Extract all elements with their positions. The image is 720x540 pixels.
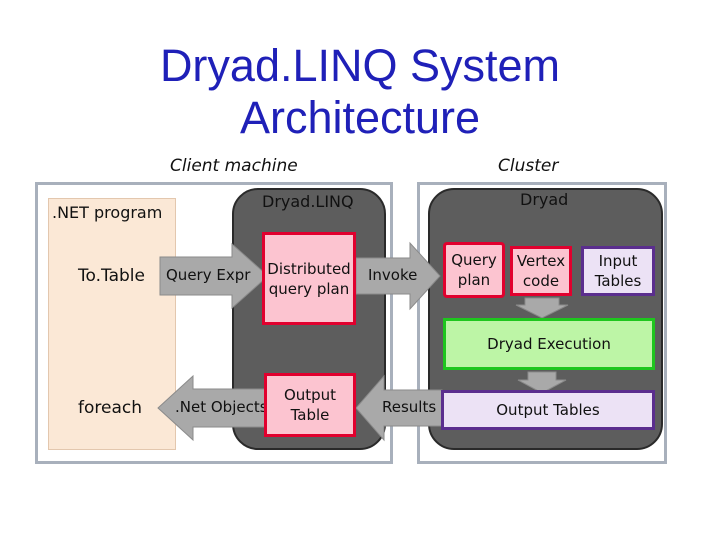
net-program-label: .NET program xyxy=(52,203,163,222)
query-expr-label: Query Expr xyxy=(166,266,251,284)
dryad-label: Dryad xyxy=(520,190,569,209)
output-tables-label: Output Tables xyxy=(496,401,600,419)
net-program-panel xyxy=(48,198,176,450)
input-tables-line-2: Tables xyxy=(594,272,642,290)
invoke-label: Invoke xyxy=(368,266,418,284)
vertex-code-line-1: Vertex xyxy=(516,252,566,270)
title-line-2: Architecture xyxy=(239,92,481,143)
dryad-execution-box: Dryad Execution xyxy=(443,318,655,370)
cluster-heading: Cluster xyxy=(498,156,559,176)
output-table-line-2: Table xyxy=(290,406,330,424)
vertex-code-line-2: code xyxy=(522,272,560,290)
vertex-code-box: Vertex code xyxy=(510,246,572,296)
input-tables-line-1: Input xyxy=(598,252,638,270)
distributed-query-plan-box: Distributed query plan xyxy=(262,232,356,325)
distributed-plan-line-1: Distributed xyxy=(267,259,351,278)
query-plan-box: Query plan xyxy=(443,242,505,298)
client-machine-heading: Client machine xyxy=(170,156,298,176)
distributed-plan-line-2: query plan xyxy=(268,279,350,298)
query-plan-line-1: Query xyxy=(451,251,497,269)
slide-title: Dryad.LINQ System Architecture xyxy=(0,40,720,144)
totable-label: To.Table xyxy=(78,266,145,286)
input-tables-box: Input Tables xyxy=(581,246,655,296)
results-label: Results xyxy=(382,398,437,416)
net-objects-label: .Net Objects xyxy=(175,398,268,416)
dryad-execution-label: Dryad Execution xyxy=(487,335,611,353)
title-line-1: Dryad.LINQ System xyxy=(159,40,561,91)
output-table-line-1: Output xyxy=(283,386,337,404)
query-plan-line-2: plan xyxy=(457,271,491,289)
output-tables-box: Output Tables xyxy=(441,390,655,430)
foreach-label: foreach xyxy=(78,398,142,418)
output-table-box: Output Table xyxy=(264,373,356,437)
dryadlinq-label: Dryad.LINQ xyxy=(262,192,354,211)
